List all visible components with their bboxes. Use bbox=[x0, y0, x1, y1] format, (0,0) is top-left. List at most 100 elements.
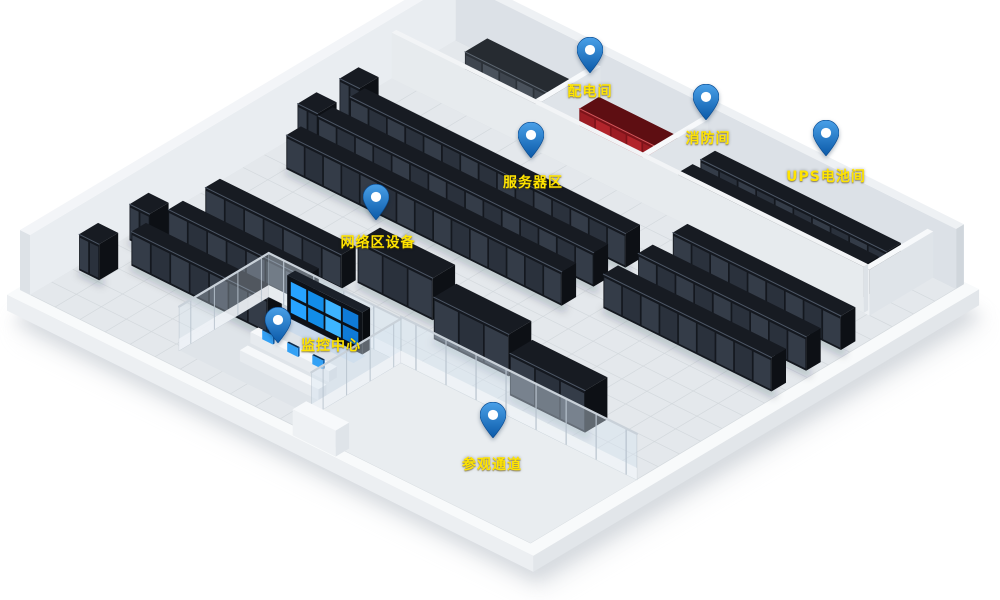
wall-cabinet-end bbox=[99, 232, 119, 281]
server-rack-row-end bbox=[561, 263, 577, 306]
desk-monitor-top bbox=[312, 354, 325, 361]
network-cluster-edge bbox=[357, 240, 434, 279]
video-wall-screen bbox=[290, 298, 307, 321]
zone-label: 服务器区 bbox=[503, 175, 563, 191]
operator-desk-front bbox=[239, 350, 319, 401]
server-rack-row-edge bbox=[602, 273, 772, 359]
glass-post bbox=[445, 338, 447, 386]
server-rack-row-shadow bbox=[600, 306, 778, 399]
map-pin-icon[interactable] bbox=[265, 307, 291, 343]
map-pin-icon[interactable] bbox=[813, 120, 839, 156]
fire-room-cabinets-top bbox=[579, 96, 678, 148]
glass-post bbox=[346, 350, 348, 396]
back-left-wall-front bbox=[20, 230, 30, 295]
map-pin-icon[interactable] bbox=[577, 37, 603, 73]
server-rack-row-door bbox=[716, 333, 734, 371]
network-cluster-top bbox=[433, 283, 532, 335]
server-rack-row-door bbox=[753, 351, 771, 390]
server-rack-row-end bbox=[625, 224, 640, 268]
utility-band-end-wall-end bbox=[869, 231, 934, 316]
glass-post bbox=[260, 257, 262, 302]
visitor-corridor-floor bbox=[294, 362, 637, 543]
server-rack-row-end bbox=[806, 328, 821, 371]
glass-rail bbox=[310, 317, 403, 374]
network-rack-row-door bbox=[151, 244, 170, 283]
map-pin-icon[interactable] bbox=[480, 402, 506, 438]
desk-monitor-front bbox=[287, 342, 298, 357]
network-cluster-shadow bbox=[354, 281, 439, 328]
utility-partition-wall-front bbox=[391, 32, 864, 313]
network-rack-row-top bbox=[168, 200, 319, 277]
back-left-wall-top bbox=[20, 0, 423, 235]
wall-cabinet-shadow bbox=[76, 268, 105, 288]
room-divider-wall-top bbox=[535, 63, 601, 102]
ups-rack-row-top bbox=[700, 150, 901, 252]
network-cluster-top bbox=[509, 339, 608, 391]
network-cluster-door bbox=[510, 356, 535, 406]
server-rack-row-door bbox=[622, 286, 640, 325]
glass-post bbox=[373, 304, 375, 350]
network-cluster-door bbox=[535, 369, 560, 418]
server-rack-row-edge bbox=[637, 252, 807, 338]
glass-post bbox=[535, 383, 537, 431]
zone-label: 消防间 bbox=[685, 131, 731, 147]
desk-monitor-front bbox=[262, 330, 273, 345]
video-wall-screen bbox=[325, 316, 341, 338]
server-rack-row-door bbox=[604, 277, 622, 315]
network-rack-row-edge bbox=[130, 231, 268, 300]
network-rack-row-door bbox=[171, 254, 189, 293]
network-rack-row-edge bbox=[204, 186, 342, 256]
glass-post bbox=[393, 322, 395, 368]
network-rack-row-end bbox=[341, 246, 356, 289]
network-cluster-top bbox=[357, 227, 456, 279]
video-wall-screen bbox=[342, 324, 359, 347]
server-rack-row-door bbox=[305, 147, 323, 185]
utility-partition-wall-top bbox=[391, 29, 869, 267]
back-right-wall-end bbox=[956, 224, 964, 289]
map-pin-icon[interactable] bbox=[363, 184, 389, 220]
server-rack-row-top bbox=[318, 107, 609, 253]
server-rack-row-door bbox=[415, 202, 433, 240]
server-rack-row-door bbox=[697, 323, 715, 362]
zone-label: 网络区设备 bbox=[340, 235, 416, 251]
ups-rack-row-edge bbox=[699, 158, 887, 253]
entrance-structure-end bbox=[335, 422, 350, 457]
server-rack-row-door bbox=[641, 296, 659, 334]
glass-post bbox=[625, 428, 627, 475]
zone-label: 配电间 bbox=[567, 84, 613, 100]
glass-rail bbox=[177, 251, 270, 308]
wall-cabinet-edge bbox=[78, 233, 100, 245]
server-rack-row-top bbox=[350, 88, 640, 234]
map-pin-icon[interactable] bbox=[693, 84, 719, 120]
server-rack-row-top bbox=[672, 223, 856, 316]
server-rack-row-top bbox=[603, 265, 786, 358]
video-wall-screen bbox=[342, 307, 359, 330]
video-wall-screen bbox=[290, 281, 307, 304]
wall-cabinet-door bbox=[340, 82, 349, 118]
network-rack-row-door bbox=[322, 248, 341, 287]
power-room-cabinets-edge bbox=[464, 51, 552, 95]
server-rack-row-door bbox=[576, 247, 593, 285]
server-rack-row-shadow bbox=[283, 167, 568, 313]
zone-label: 参观通道 bbox=[462, 457, 522, 473]
network-cluster-door bbox=[408, 269, 432, 318]
server-rack-row-door bbox=[323, 156, 341, 194]
wall-cabinet-edge bbox=[296, 103, 319, 115]
server-rack-row-door bbox=[607, 227, 625, 266]
glass-post bbox=[565, 398, 567, 445]
video-wall-end bbox=[362, 307, 371, 355]
glass-post bbox=[237, 271, 239, 316]
glass-wall-base bbox=[179, 285, 269, 351]
network-cluster-door bbox=[383, 256, 407, 306]
server-rack-row-door bbox=[342, 165, 359, 204]
fire-room-cabinets-edge bbox=[578, 108, 659, 149]
network-rack-row-top bbox=[131, 222, 282, 300]
wall-cabinet-edge bbox=[128, 203, 151, 215]
zone-label: UPS电池间 bbox=[786, 169, 866, 185]
glass-wall-base bbox=[401, 350, 637, 480]
network-rack-row-shadow bbox=[128, 264, 273, 341]
map-pin-icon[interactable] bbox=[518, 122, 544, 158]
glass-post bbox=[505, 368, 507, 416]
